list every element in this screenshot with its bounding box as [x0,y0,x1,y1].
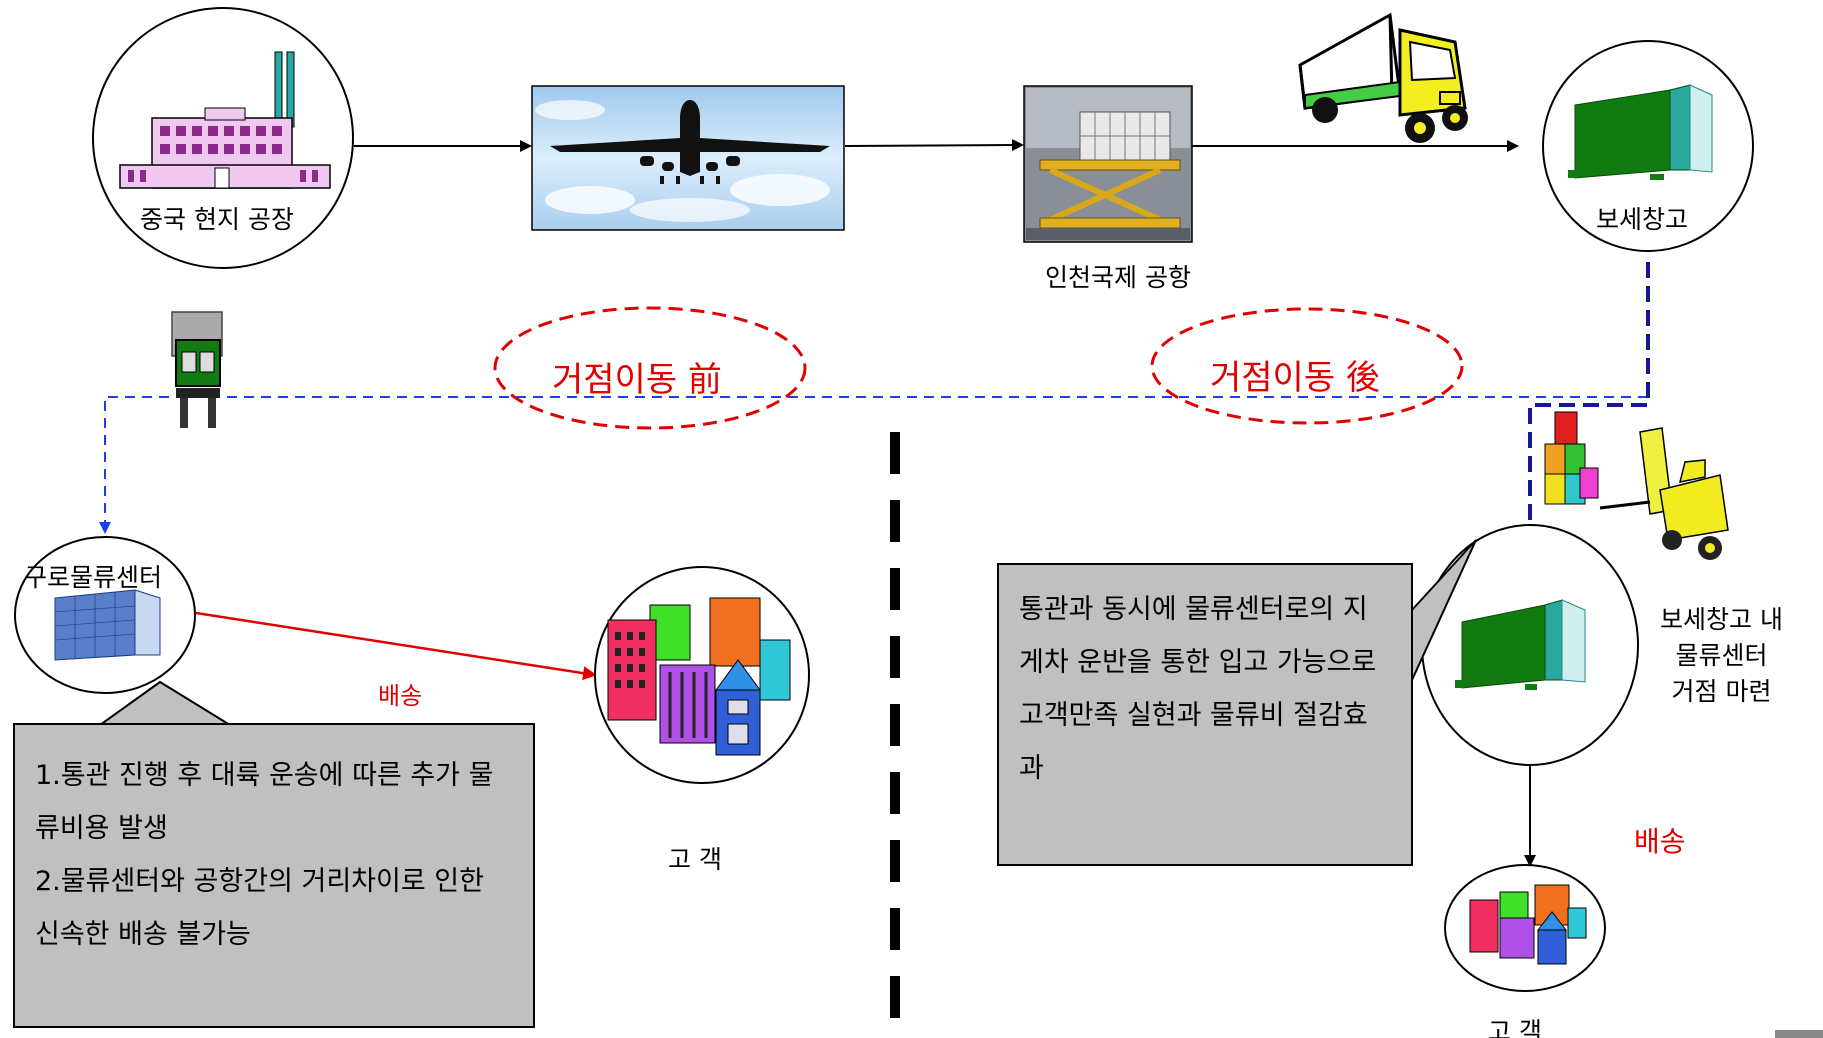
factory-node [92,7,354,269]
customer-right-label: 고 객 [1488,1017,1542,1038]
factory-label: 중국 현지 공장 [140,205,294,234]
warehouse-icon [1568,84,1713,180]
corner-marker [1775,1030,1823,1038]
arrow-plane-to-airport [844,139,1024,152]
airport-label: 인천국제 공항 [1045,263,1191,292]
delivery-right-label: 배송 [1634,825,1686,858]
before-issue-1: 1.통관 진행 후 대륙 운송에 따른 추가 물류비용 발생 [35,760,494,844]
after-route-dashed [1523,262,1650,545]
airplane-icon [550,100,830,184]
city-buildings-icon-left [607,597,791,756]
delivery-truck-icon [1298,12,1468,143]
city-buildings-icon-right [1469,884,1587,965]
after-phase-label: 거점이동 後 [1210,358,1380,398]
before-route-dashed [99,396,1648,534]
after-benefit-text: 통관과 동시에 물류센터로의 지게차 운반을 통한 입고 가능으로 고객만족 실… [1019,594,1377,784]
customer-right-node [1444,864,1606,992]
airport-cargo-picture [1023,85,1193,243]
after-benefit-callout: 통관과 동시에 물류센터로의 지게차 운반을 통한 입고 가능으로 고객만족 실… [997,563,1413,866]
warehouse-center-icon [1455,599,1586,690]
forklift-icon [1599,427,1729,560]
warehouse-center-caption-line1: 보세창고 내 [1660,605,1783,634]
stacked-boxes-icon [1544,411,1599,505]
before-issue-2: 2.물류센터와 공항간의 거리차이로 인한 신속한 배송 불가능 [35,866,484,950]
guro-center-node [14,536,196,694]
before-phase-label: 거점이동 前 [552,360,722,400]
customer-left-label: 고 객 [668,845,722,874]
guro-building-icon [54,589,161,661]
delivery-left-label: 배송 [378,682,423,710]
small-truck-icon [171,311,223,428]
before-phase-ellipse [493,306,807,430]
warehouse-center-caption-line2: 물류센터 [1675,641,1768,670]
before-issues-callout: 1.통관 진행 후 대륙 운송에 따른 추가 물류비용 발생 2.물류센터와 공… [13,723,535,1028]
factory-icon [119,51,331,189]
after-phase-ellipse [1150,307,1464,425]
airplane-picture [531,85,845,231]
bonded-warehouse-node [1542,40,1754,252]
guro-center-label: 구로물류센터 [24,563,163,592]
bonded-warehouse-label: 보세창고 [1596,205,1689,234]
warehouse-center-caption-line3: 거점 마련 [1671,677,1772,706]
customer-left-node [594,566,810,784]
warehouse-center-caption: 보세창고 내 물류센터 거점 마련 [1660,602,1783,710]
delivery-arrow-left [195,611,597,681]
warehouse-center-node [1421,524,1639,766]
